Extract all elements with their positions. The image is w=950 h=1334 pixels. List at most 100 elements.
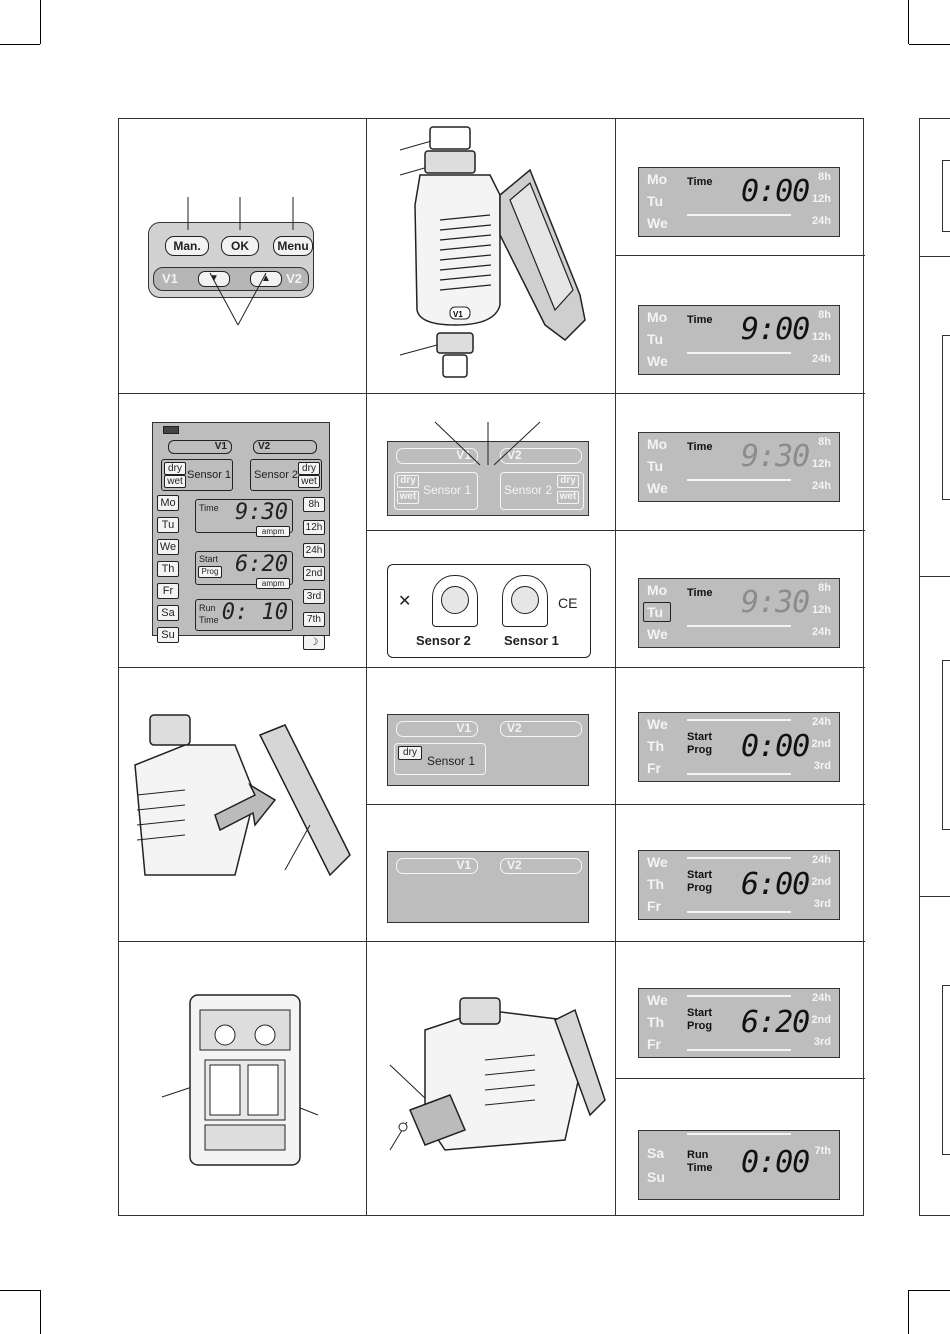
lcd-day-label: Fr (647, 760, 661, 776)
v2-channel: V2 (500, 858, 582, 874)
lcd-mode-sublabel: Prog (687, 744, 713, 756)
lcd-mode-label: Time (687, 587, 713, 599)
side-tab (919, 256, 950, 576)
sensor1-label: Sensor 1 (427, 754, 476, 768)
menu-button[interactable]: Menu (273, 236, 313, 256)
crop-mark (40, 1290, 41, 1334)
up-button[interactable]: ▲ (250, 271, 282, 287)
lcd-interval-label: 7th (814, 1145, 832, 1157)
sensor1-label: Sensor 1 (187, 469, 232, 481)
lcd-segment-bar (687, 719, 791, 721)
run-time-label: Time (199, 615, 219, 625)
selected-day-frame (643, 602, 671, 622)
lcd-day-label: Tu (647, 331, 664, 347)
sensor2-label: Sensor 2 (254, 469, 299, 481)
lcd-interval-label: 24h (812, 480, 831, 492)
lcd-digits: 9:00 (741, 312, 810, 347)
side-tab (919, 118, 950, 256)
crop-mark (0, 44, 40, 45)
crop-mark (909, 44, 950, 45)
side-bar (942, 985, 950, 1155)
man-button[interactable]: Man. (165, 236, 209, 256)
lcd-interval-label: 3rd (813, 760, 831, 772)
lcd-day-label: We (647, 215, 668, 231)
lcd-day-label: Fr (647, 898, 661, 914)
sensor1-box: dry Sensor 1 (394, 743, 486, 775)
day-fr: Fr (157, 583, 179, 599)
lcd-interval-label: 3rd (813, 1036, 831, 1048)
sensor2-socket (432, 575, 478, 627)
lcd-interval-label: 8h (818, 171, 831, 183)
lcd-digits: 9:30 (741, 439, 810, 474)
dry-box: dry (397, 475, 419, 488)
v1-channel: V1 (168, 440, 232, 454)
run-label: Run (199, 603, 216, 613)
interval-2nd: 2nd (303, 566, 325, 581)
lcd-day-label: We (647, 480, 668, 496)
v1-channel: V1 (396, 448, 478, 464)
lcd-interval-label: 12h (812, 331, 831, 343)
lcd-day-label: Th (647, 738, 665, 754)
ok-button[interactable]: OK (221, 236, 259, 256)
run-digits: 0: 10 (221, 600, 288, 625)
lcd-interval-label: 24h (812, 992, 831, 1004)
lcd-day-label: We (647, 992, 668, 1008)
lcd-day-label: Th (647, 876, 665, 892)
crop-mark (909, 1290, 950, 1291)
lcd-interval-label: 24h (812, 353, 831, 365)
lcd-interval-label: 12h (812, 458, 831, 470)
bracket-mount-illustration (389, 997, 606, 1151)
lcd-segment-bar (687, 911, 791, 913)
interval-12h: 12h (303, 520, 325, 535)
lcd-day-label: Mo (647, 309, 668, 325)
day-tu: Tu (157, 517, 179, 533)
sensor-connect-leaders (434, 421, 541, 466)
lcd-segment-bar (687, 773, 791, 775)
lcd-mode-sublabel: Prog (687, 1020, 713, 1032)
sensor1-socket-label: Sensor 1 (504, 633, 559, 648)
lcd-segment-bar (687, 1049, 791, 1051)
lcd-interval-label: 12h (812, 193, 831, 205)
valve-button-strip: V1 ▼ ▲ V2 (153, 267, 309, 291)
controller-device-illustration: V1 (399, 126, 586, 378)
battery-compartment-illustration (161, 994, 319, 1166)
lcd-day-label: We (647, 353, 668, 369)
side-bar (942, 660, 950, 830)
lcd-interval-label: 24h (812, 626, 831, 638)
lcd-interval-label: 8h (818, 582, 831, 594)
mini-display-channels: V1 V2 (387, 851, 589, 923)
lcd-day-label: We (647, 854, 668, 870)
day-mo: Mo (157, 495, 179, 511)
crop-mark (0, 1290, 40, 1291)
wet-box: wet (164, 475, 186, 488)
keypad-panel: Man. OK Menu V1 ▼ ▲ V2 (148, 222, 314, 298)
recycle-bin-icon: ✕ (398, 593, 412, 610)
start-digits: 6:20 (235, 552, 288, 577)
ampm-box: ampm (256, 578, 290, 589)
run-time-field: Run Time 0: 10 (195, 599, 293, 631)
down-button[interactable]: ▼ (198, 271, 230, 287)
lcd-digits: 0:00 (741, 729, 810, 764)
lcd-digits: 0:00 (741, 174, 810, 209)
keypad-leaders (187, 197, 294, 326)
ampm-box: ampm (256, 526, 290, 537)
lcd-mode-label: Time (687, 441, 713, 453)
lcd-segment-bar (687, 214, 791, 216)
dry-box: dry (164, 462, 186, 475)
sensor2-box: Sensor 2 dry wet (500, 472, 584, 510)
moon-icon: ☽ (303, 635, 325, 650)
sensor2-socket-label: Sensor 2 (416, 633, 471, 648)
lcd-day-label: Fr (647, 1036, 661, 1052)
lcd-segment-bar (687, 352, 791, 354)
sensor1-label: Sensor 1 (423, 483, 472, 497)
wet-box: wet (557, 491, 579, 504)
time-field: Time 9:30 ampm (195, 499, 293, 537)
lcd-digits: 6:20 (741, 1005, 810, 1040)
lcd-day-label: We (647, 626, 668, 642)
